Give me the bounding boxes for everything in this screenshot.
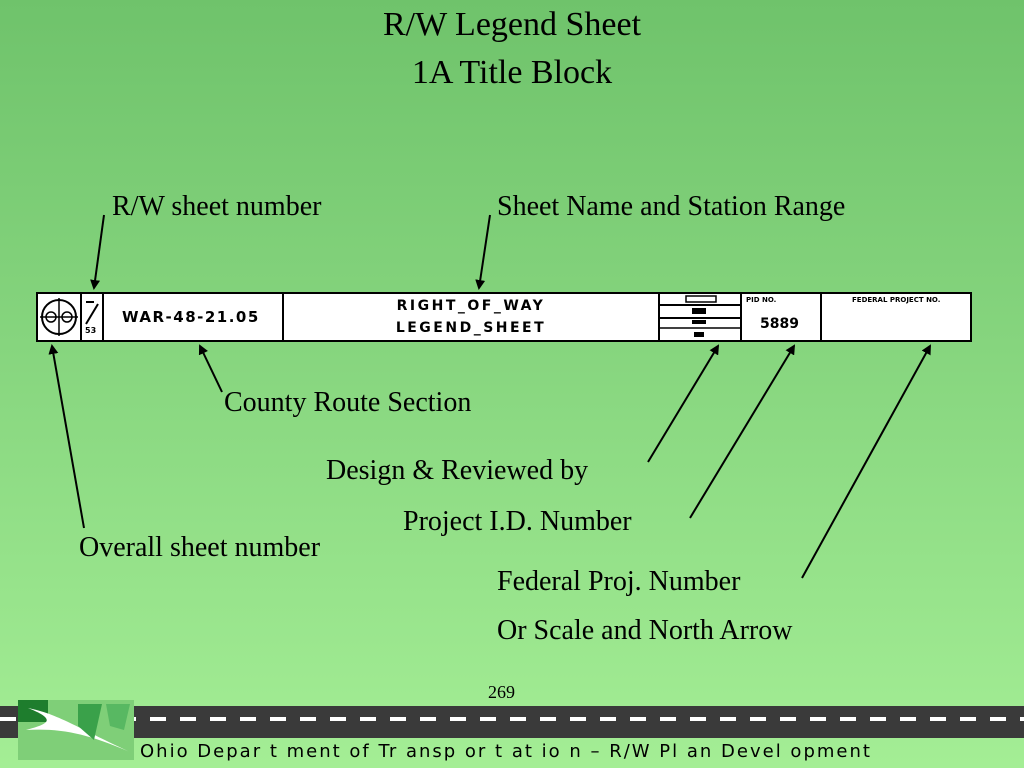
arrow-project-id bbox=[689, 344, 796, 519]
arrow-county bbox=[198, 344, 223, 393]
title-block: 53 WAR-48-21.05 RIGHT_OF_WAY LEGEND_SHEE… bbox=[36, 292, 972, 342]
arrow-federal bbox=[801, 344, 931, 579]
overall-sheet-cell bbox=[38, 294, 82, 340]
label-project-id: Project I.D. Number bbox=[403, 506, 632, 537]
federal-project-cell: FEDERAL PROJECT NO. bbox=[822, 294, 970, 340]
label-rw-sheet-number: R/W sheet number bbox=[112, 191, 322, 222]
footer-road-dashes bbox=[0, 717, 1024, 721]
slide-title: R/W Legend Sheet bbox=[382, 6, 642, 43]
page-number: 269 bbox=[488, 682, 515, 702]
arrow-sheet-name bbox=[475, 214, 491, 290]
fed-label: FEDERAL PROJECT NO. bbox=[852, 296, 941, 304]
rw-sheet-number-cell: 53 bbox=[82, 294, 104, 340]
sheet-name-line1: RIGHT_OF_WAY bbox=[396, 298, 546, 314]
design-reviewed-cell bbox=[660, 294, 742, 340]
label-design-reviewed: Design & Reviewed by bbox=[326, 455, 589, 486]
label-overall-sheet: Overall sheet number bbox=[79, 532, 321, 563]
label-county-route-section: County Route Section bbox=[224, 387, 472, 418]
sheet-name-line2: LEGEND_SHEET bbox=[395, 320, 547, 336]
project-id-cell: PID NO. 5889 bbox=[742, 294, 822, 340]
overall-sheet-circle-icon bbox=[40, 298, 78, 336]
footer-text: Ohio Depar t ment of Tr ansp or t at io … bbox=[140, 741, 872, 762]
sheet-name-cell: RIGHT_OF_WAY LEGEND_SHEET bbox=[284, 294, 660, 340]
pid-value: 5889 bbox=[760, 316, 799, 332]
arrow-overall-sheet bbox=[48, 344, 85, 529]
label-scale-north: Or Scale and North Arrow bbox=[497, 615, 793, 646]
odot-logo-icon bbox=[18, 700, 134, 760]
arrow-design bbox=[647, 344, 720, 463]
pid-label: PID NO. bbox=[746, 296, 777, 304]
sheet-total: 53 bbox=[85, 326, 97, 335]
county-route-text: WAR-48-21.05 bbox=[122, 308, 260, 326]
slide-subtitle: 1A Title Block bbox=[411, 54, 613, 91]
arrow-rw-sheet bbox=[90, 214, 105, 290]
county-route-cell: WAR-48-21.05 bbox=[104, 294, 284, 340]
design-reviewed-boxes-icon bbox=[660, 295, 740, 337]
label-federal-proj: Federal Proj. Number bbox=[497, 566, 741, 597]
footer-road-band bbox=[0, 706, 1024, 738]
sheet-fraction-icon bbox=[85, 301, 99, 325]
label-sheet-name-range: Sheet Name and Station Range bbox=[497, 191, 846, 222]
